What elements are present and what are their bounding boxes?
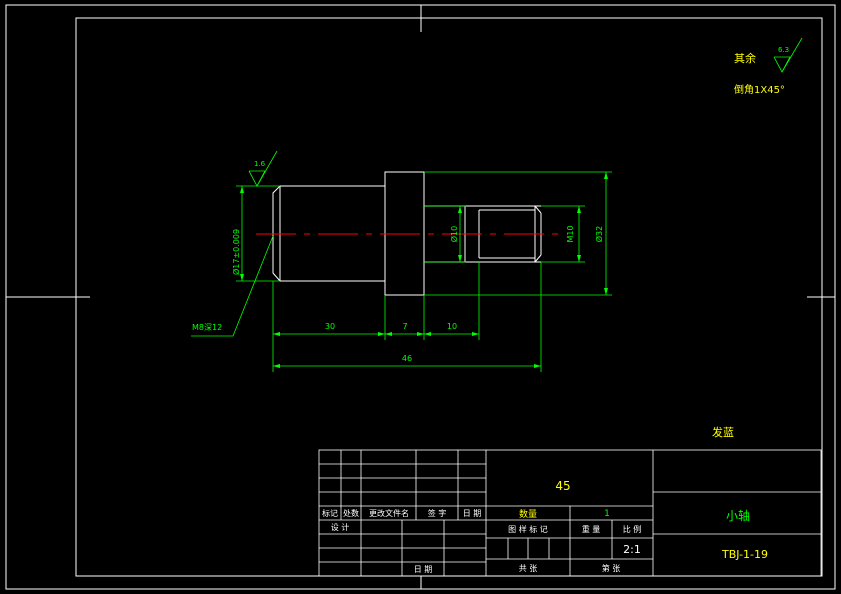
dim-outer-diameter: Ø32 <box>594 226 604 242</box>
dim-length-total: 46 <box>402 354 412 363</box>
tb-design: 设 计 <box>331 522 350 532</box>
tb-signature: 签 字 <box>428 508 447 518</box>
surface-finish-left-value: 1.6 <box>254 160 266 168</box>
sheet-frame <box>5 4 836 590</box>
surface-finish-symbol-left <box>248 170 266 187</box>
tb-date: 日 期 <box>463 509 482 518</box>
tb-mark: 标记 <box>322 508 338 518</box>
surface-finish-right-value: 6.3 <box>778 46 789 54</box>
notes: 其余 倒角1X45° 发蓝 <box>712 51 785 439</box>
dimension-lines <box>191 37 803 372</box>
dim-length-hole: 10 <box>447 322 457 331</box>
tb-stage-mark: 图 样 标 记 <box>508 524 548 534</box>
arrowheads <box>240 172 608 368</box>
tb-material: 45 <box>555 479 570 493</box>
tb-quantity-label: 数量 <box>519 508 537 520</box>
tb-sheets-total: 共 张 <box>519 564 538 573</box>
note-heat-treatment: 发蓝 <box>712 425 734 439</box>
dim-thread-note: M8深12 <box>192 323 222 332</box>
tb-count: 处数 <box>343 508 359 518</box>
tb-quantity-value: 1 <box>604 509 610 519</box>
dim-left-diameter: Ø17±0.009 <box>231 229 241 275</box>
tb-change-doc: 更改文件名 <box>369 508 409 518</box>
tb-scale: 2:1 <box>623 543 641 556</box>
note-surface-remaining: 其余 <box>734 51 756 65</box>
part-outline <box>272 171 542 296</box>
dim-thread-diameter: M10 <box>566 225 575 242</box>
dim-inner-diameter: Ø10 <box>449 226 459 242</box>
tb-sheet-no: 第 张 <box>602 563 621 573</box>
tb-weight: 重 量 <box>582 524 601 534</box>
dim-length-collar: 7 <box>402 322 407 331</box>
tb-scale-label: 比 例 <box>623 524 642 534</box>
outer-border <box>5 4 836 590</box>
title-block-texts: 标记 处数 更改文件名 签 字 日 期 设 计 日 期 图 样 标 记 重 量 … <box>322 508 641 574</box>
tb-part-name: 小轴 <box>726 508 750 523</box>
dim-length-shaft: 30 <box>325 322 335 331</box>
title-block-values: 数量 1 45 2:1 小轴 TBJ-1-19 <box>519 479 768 561</box>
tb-drawing-no: TBJ-1-19 <box>721 548 768 561</box>
shaft-outline <box>272 185 281 282</box>
note-chamfer: 倒角1X45° <box>734 84 785 96</box>
surface-finish-symbol-right <box>773 56 791 73</box>
thread-leader <box>191 235 274 337</box>
dimension-texts: Ø17±0.009 M8深12 Ø10 M10 Ø32 30 7 10 46 1… <box>192 46 789 363</box>
tb-date2: 日 期 <box>414 565 433 574</box>
title-block <box>318 449 822 577</box>
